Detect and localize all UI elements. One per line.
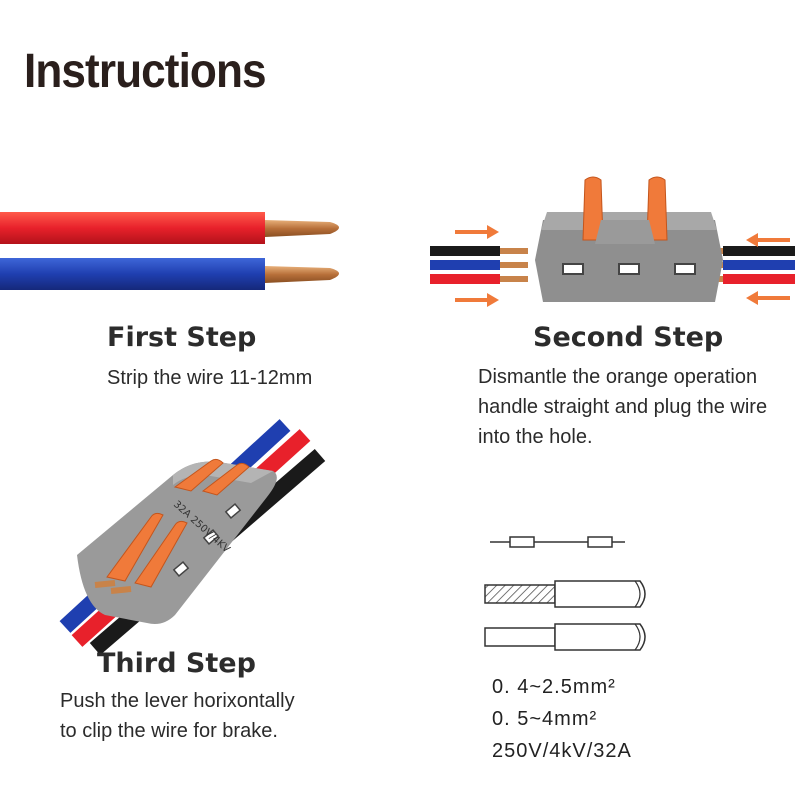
page-title: Instructions [24, 45, 267, 98]
spec-wire-range-2: 0. 5~4mm² [492, 708, 598, 730]
second-step-heading: Second Step [533, 322, 724, 353]
arrow-right-icon [455, 225, 499, 307]
stripped-wires-image [0, 212, 339, 290]
spec-rating: 250V/4kV/32A [492, 740, 632, 762]
connector-clamped-image: 32A 250V/4KV [59, 419, 326, 656]
second-step-line: into the hole. [478, 426, 593, 448]
third-step-line: to clip the wire for brake. [60, 720, 278, 742]
wire-strip-diagram-icon [484, 536, 646, 651]
third-step-text: Push the lever horixontally to clip the … [60, 686, 295, 746]
first-step-heading: First Step [107, 322, 257, 353]
first-step-text: Strip the wire 11-12mm [107, 367, 313, 389]
second-step-text: Dismantle the orange operation handle st… [478, 362, 767, 452]
connector-insert-image [430, 176, 795, 307]
spec-wire-range-1: 0. 4~2.5mm² [492, 676, 616, 698]
third-step-line: Push the lever horixontally [60, 690, 295, 712]
second-step-line: Dismantle the orange operation [478, 366, 758, 388]
arrow-left-icon [746, 233, 790, 305]
second-step-line: handle straight and plug the wire [478, 396, 768, 418]
third-step-heading: Third Step [97, 648, 256, 679]
